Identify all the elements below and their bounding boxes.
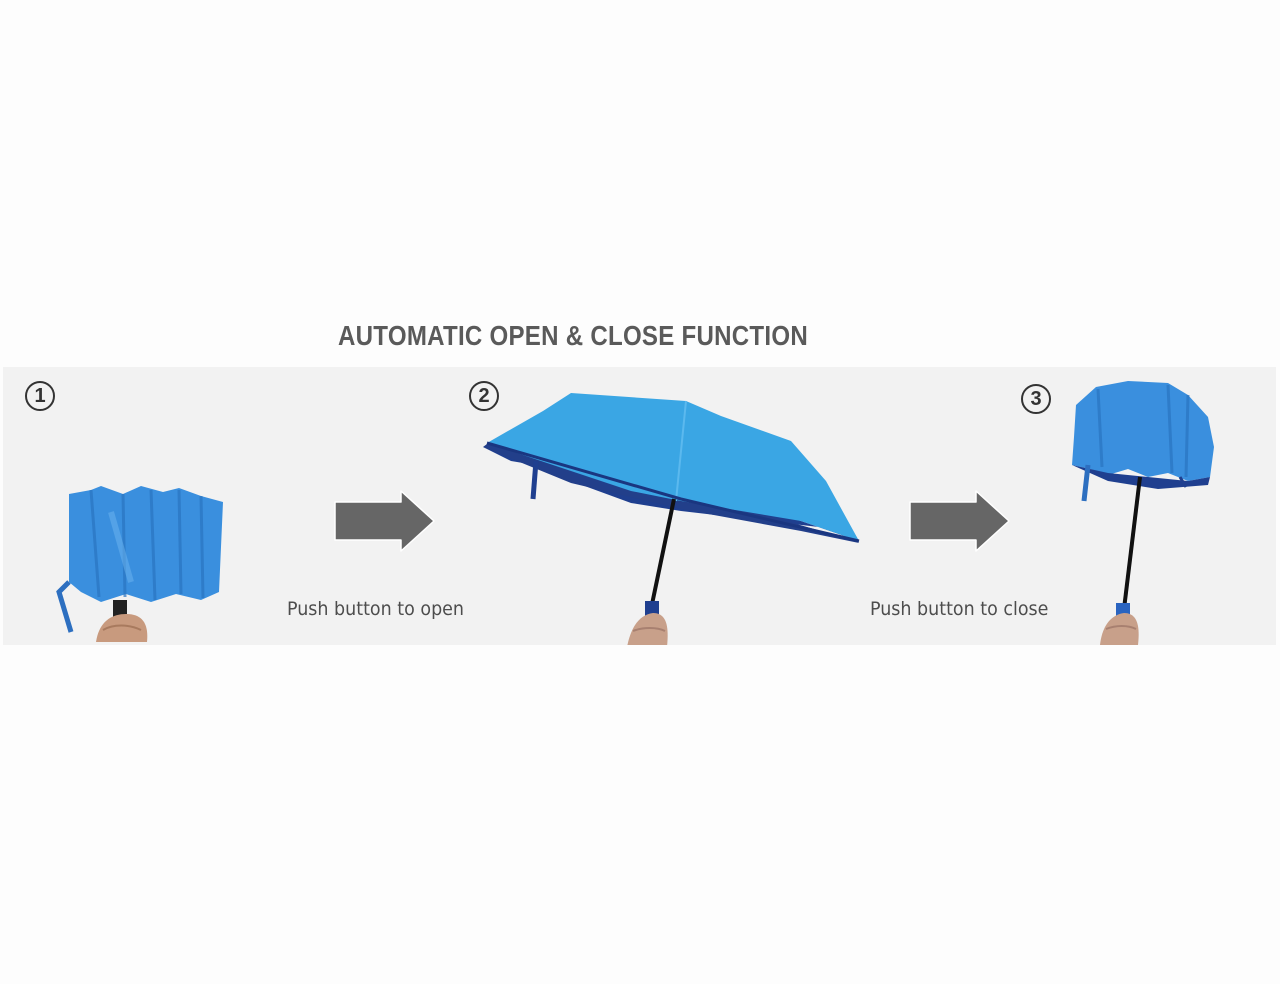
step-number-3: 3 xyxy=(1021,384,1051,414)
caption-push-to-close: Push button to close xyxy=(870,598,1049,620)
umbrella-open-icon xyxy=(483,393,860,645)
step-number-2-label: 2 xyxy=(478,385,490,407)
caption-push-to-open: Push button to open xyxy=(287,598,464,620)
step-number-1: 1 xyxy=(25,381,55,411)
instruction-panel: 1 Push button to open 2 xyxy=(3,367,1276,645)
umbrella-closing-icon xyxy=(1072,381,1214,645)
page-title: AUTOMATIC OPEN & CLOSE FUNCTION xyxy=(338,320,808,351)
step-number-1-label: 1 xyxy=(34,385,46,407)
step-number-2: 2 xyxy=(469,381,499,411)
right-arrow-icon xyxy=(909,490,1010,552)
umbrella-closed-icon xyxy=(56,486,223,642)
right-arrow-icon xyxy=(334,490,435,552)
step-number-3-label: 3 xyxy=(1030,388,1042,410)
